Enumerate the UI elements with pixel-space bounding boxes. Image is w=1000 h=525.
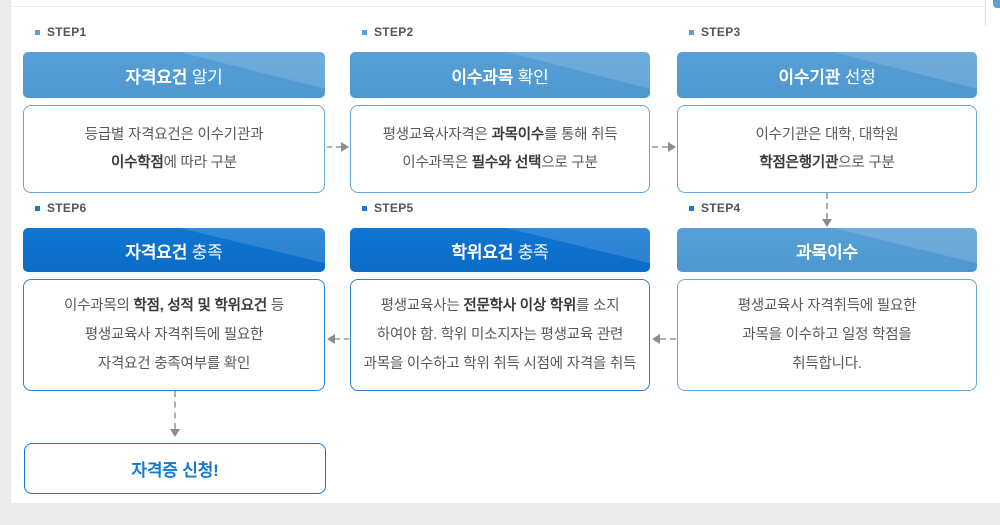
bullet-square-icon bbox=[35, 29, 40, 35]
arrowhead-down-icon bbox=[170, 429, 180, 437]
body-text-line: 학점은행기관으로 구분 bbox=[759, 155, 895, 171]
arrow-dash bbox=[335, 338, 349, 340]
body-text-line: 자격요건 충족여부를 확인 bbox=[97, 355, 251, 372]
arrow-step1-to-step2-icon bbox=[327, 142, 349, 152]
step6-title: 자격요건 충족 bbox=[125, 242, 223, 262]
step4-title: 과목이수 bbox=[796, 242, 858, 262]
step1-label-text: STEP1 bbox=[47, 25, 87, 39]
step3-title: 이수기관 선정 bbox=[778, 67, 876, 87]
arrow-dash bbox=[327, 146, 341, 148]
apply-certificate-label: 자격증 신청! bbox=[131, 461, 219, 480]
arrow-dash bbox=[660, 338, 676, 340]
body-text-line: 이수기관은 대학, 대학원 bbox=[755, 127, 899, 143]
arrow-step4-to-step5-icon bbox=[652, 334, 676, 344]
step6-label-text: STEP6 bbox=[47, 201, 87, 215]
arrow-dash bbox=[174, 391, 176, 429]
step4-label: STEP4 bbox=[689, 201, 977, 215]
step2-header: 이수과목 확인 bbox=[350, 52, 650, 98]
bullet-square-icon bbox=[689, 29, 694, 35]
step3-header: 이수기관 선정 bbox=[677, 52, 977, 98]
right-divider bbox=[985, 0, 986, 26]
body-text-line: 평생교육사자격은 과목이수를 통해 취득 bbox=[382, 127, 618, 143]
body-text-line: 과목을 이수하고 학위 취득 시점에 자격을 취득 bbox=[363, 355, 637, 372]
step6-label: STEP6 bbox=[35, 201, 325, 215]
step2-label: STEP2 bbox=[362, 25, 650, 39]
apply-certificate-button[interactable]: 자격증 신청! bbox=[24, 443, 326, 494]
top-divider bbox=[11, 6, 985, 7]
bullet-square-icon bbox=[689, 205, 694, 211]
step1-header: 자격요건 알기 bbox=[23, 52, 325, 98]
step3-label: STEP3 bbox=[689, 25, 977, 39]
arrow-dash bbox=[826, 193, 828, 219]
body-text-line: 평생교육사 자격취득에 필요한 bbox=[737, 297, 917, 314]
arrowhead-right-icon bbox=[668, 142, 676, 152]
arrow-step5-to-step6-icon bbox=[327, 334, 349, 344]
arrowhead-right-icon bbox=[341, 142, 349, 152]
page-gutter-left bbox=[0, 0, 11, 525]
step6-header: 자격요건 충족 bbox=[23, 228, 325, 272]
body-text-line: 이수학점에 따라 구분 bbox=[111, 155, 237, 171]
bullet-square-icon bbox=[362, 29, 367, 35]
cropped-corner-element bbox=[993, 0, 1000, 8]
step2-label-text: STEP2 bbox=[374, 25, 414, 39]
arrowhead-down-icon bbox=[822, 219, 832, 227]
page-gutter-bottom bbox=[0, 503, 1000, 525]
body-text-line: 이수과목은 필수와 선택으로 구분 bbox=[402, 155, 598, 171]
arrowhead-left-icon bbox=[652, 334, 660, 344]
step5-header: 학위요건 충족 bbox=[350, 228, 650, 272]
step5-title: 학위요건 충족 bbox=[451, 242, 549, 262]
step1-label: STEP1 bbox=[35, 25, 325, 39]
body-text-line: 평생교육사 자격취득에 필요한 bbox=[84, 326, 264, 343]
bullet-square-icon bbox=[35, 205, 40, 211]
step4-label-text: STEP4 bbox=[701, 201, 741, 215]
arrow-dash bbox=[652, 146, 668, 148]
step4-header: 과목이수 bbox=[677, 228, 977, 272]
bullet-square-icon bbox=[362, 205, 367, 211]
body-text-line: 과목을 이수하고 일정 학점을 bbox=[742, 326, 912, 343]
body-text-line: 평생교육사는 전문학사 이상 학위를 소지 bbox=[380, 297, 620, 314]
body-text-line: 이수과목의 학점, 성적 및 학위요건 등 bbox=[63, 297, 285, 314]
step1-title: 자격요건 알기 bbox=[125, 67, 223, 87]
step3-label-text: STEP3 bbox=[701, 25, 741, 39]
step5-label: STEP5 bbox=[362, 201, 650, 215]
body-text-line: 등급별 자격요건은 이수기관과 bbox=[84, 127, 264, 143]
body-text-line: 하여야 함. 학위 미소지자는 평생교육 관련 bbox=[376, 326, 624, 343]
body-text-line: 취득합니다. bbox=[792, 355, 862, 372]
step2-title: 이수과목 확인 bbox=[451, 67, 549, 87]
arrow-step6-to-apply-icon bbox=[170, 391, 180, 437]
arrow-step3-to-step4-icon bbox=[822, 193, 832, 227]
arrowhead-left-icon bbox=[327, 334, 335, 344]
arrow-step2-to-step3-icon bbox=[652, 142, 676, 152]
step5-label-text: STEP5 bbox=[374, 201, 414, 215]
